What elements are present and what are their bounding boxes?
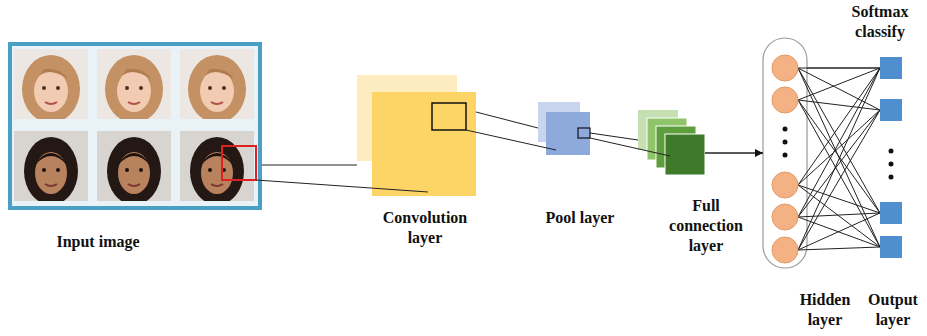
- ellipsis-dots: [783, 127, 894, 180]
- dot: [889, 175, 894, 180]
- weight-line: [798, 68, 880, 250]
- projection-line: [466, 130, 556, 150]
- dot: [783, 153, 788, 158]
- convolution-layer: Convolution layer: [357, 75, 476, 196]
- layer-label: Hidden layer: [794, 290, 856, 330]
- weight-line: [798, 213, 880, 250]
- image-panel: Input image: [8, 42, 262, 210]
- dot: [889, 149, 894, 154]
- weight-line: [798, 100, 880, 247]
- face-photo: [14, 131, 88, 205]
- full-connection-layer: Full connection layer: [638, 110, 705, 175]
- neuron: [772, 237, 798, 263]
- layer-label: Full connection layer: [664, 196, 748, 256]
- weight-line: [798, 110, 880, 217]
- connector-line: [807, 68, 880, 69]
- face-photo: [180, 49, 254, 123]
- neuron: [772, 55, 798, 81]
- kernel-window: [432, 103, 466, 130]
- weight-line: [798, 110, 880, 250]
- layer-label: Input image: [56, 232, 139, 252]
- weight-line: [798, 247, 880, 250]
- layer-label: Output layer: [862, 290, 924, 330]
- label-holder: Softmax classify: [0, 0, 72, 40]
- hidden-neurons: [772, 55, 798, 263]
- pool-window: [578, 128, 590, 138]
- face-photo: [97, 131, 171, 205]
- weight-line: [798, 68, 880, 217]
- weight-line: [798, 213, 880, 217]
- output-layer: Output layer: [880, 57, 902, 258]
- receptive-field: [222, 146, 256, 180]
- pool-map-front: [546, 112, 590, 155]
- weight-line: [798, 185, 880, 213]
- output-unit: [880, 99, 902, 121]
- output-units: [880, 57, 902, 258]
- face-photo: [97, 49, 171, 123]
- weight-line: [798, 100, 880, 213]
- layer-label: Convolution layer: [375, 208, 475, 248]
- face-photo: [14, 49, 88, 123]
- face-photo: [180, 131, 254, 205]
- dot: [783, 140, 788, 145]
- image-frame: [8, 42, 262, 210]
- output-unit: [880, 57, 902, 79]
- neuron: [772, 87, 798, 113]
- weight-line: [798, 110, 880, 185]
- output-unit: [880, 236, 902, 258]
- full-mesh: [798, 68, 880, 250]
- projection-line: [256, 180, 428, 192]
- feature-map-front: [372, 92, 476, 196]
- connector-line: [590, 133, 638, 140]
- image-ground: [12, 46, 258, 206]
- layer-label: Pool layer: [546, 208, 615, 228]
- connector-arrow: [705, 152, 763, 154]
- connector-line: [476, 112, 538, 128]
- hidden-layer: Hidden layer: [763, 38, 807, 268]
- connector-line: [262, 165, 357, 166]
- classifier-label: Softmax classify: [844, 2, 916, 42]
- weight-line: [798, 100, 880, 110]
- neuron: [772, 172, 798, 198]
- dot: [783, 127, 788, 132]
- neuron: [772, 204, 798, 230]
- fc-map: [665, 134, 705, 175]
- projection-line: [590, 138, 670, 156]
- weight-line: [798, 68, 880, 69]
- pool-layer: Pool layer: [538, 102, 590, 155]
- output-unit: [880, 202, 902, 224]
- dot: [889, 162, 894, 167]
